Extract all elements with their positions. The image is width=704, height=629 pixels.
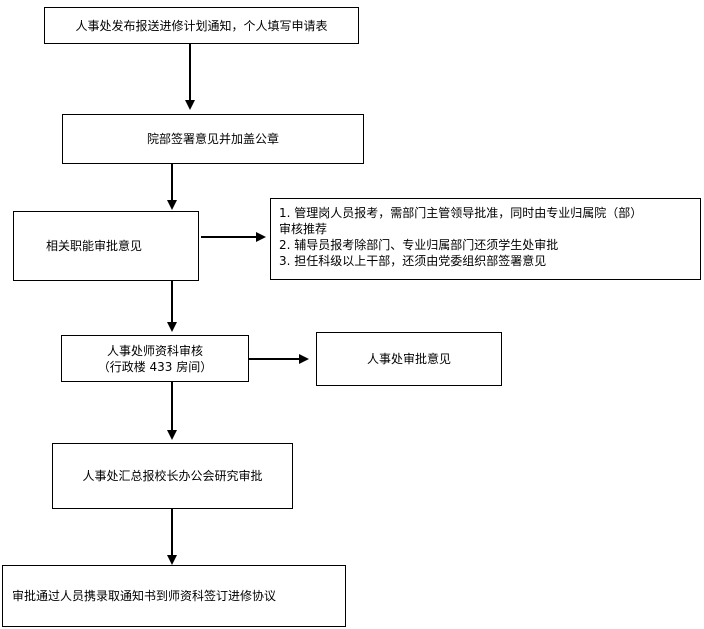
note-1: 1. 管理岗人员报考，需部门主管领导批准，同时由专业归属院（部） xyxy=(279,206,643,220)
step-4-line-1: 人事处师资科审核 xyxy=(106,343,203,358)
arrow-3-head xyxy=(167,322,177,332)
step-4-line-2: （行政楼 433 房间） xyxy=(97,359,213,374)
step-5-text: 人事处汇总报校长办公会研究审批 xyxy=(82,469,263,483)
note-3: 3. 担任科级以上干部，还须由党委组织部签署意见 xyxy=(279,254,547,268)
step-6-box: 审批通过人员携录取通知书到师资科签订进修协议 xyxy=(2,565,346,627)
step-1-text: 人事处发布报送进修计划通知，个人填写申请表 xyxy=(75,18,328,33)
arrow-1-head xyxy=(185,100,195,110)
step-2-text: 院部签署意见并加盖公章 xyxy=(146,132,279,146)
step-4-side-box: 人事处审批意见 xyxy=(316,332,502,386)
step-3-text: 相关职能审批意见 xyxy=(46,239,143,253)
arrow-side-head xyxy=(299,354,309,364)
step-4-side-text: 人事处审批意见 xyxy=(366,352,451,366)
step-1-box: 人事处发布报送进修计划通知，个人填写申请表 xyxy=(44,7,359,44)
arrow-notes-head xyxy=(256,232,266,242)
arrow-4-line xyxy=(171,382,173,430)
step-6-text: 审批通过人员携录取通知书到师资科签订进修协议 xyxy=(12,589,277,603)
arrow-2-head xyxy=(167,200,177,210)
note-2: 2. 辅导员报考除部门、专业归属部门还须学生处审批 xyxy=(279,238,559,252)
note-1-cont: 审核推荐 xyxy=(279,222,328,236)
arrow-side-line xyxy=(249,358,300,360)
arrow-5-head xyxy=(167,555,177,565)
step-4-box: 人事处师资科审核 （行政楼 433 房间） xyxy=(61,335,249,382)
arrow-notes-line xyxy=(201,236,257,238)
arrow-4-head xyxy=(167,430,177,440)
step-5-box: 人事处汇总报校长办公会研究审批 xyxy=(52,443,293,509)
arrow-1-line xyxy=(189,44,191,102)
step-2-box: 院部签署意见并加盖公章 xyxy=(62,114,364,164)
arrow-3-line xyxy=(171,281,173,322)
step-3-box: 相关职能审批意见 xyxy=(13,211,199,281)
arrow-5-line xyxy=(171,509,173,555)
arrow-2-line xyxy=(171,164,173,200)
step-3-notes-box: 1. 管理岗人员报考，需部门主管领导批准，同时由专业归属院（部） 审核推荐 2.… xyxy=(270,198,701,280)
